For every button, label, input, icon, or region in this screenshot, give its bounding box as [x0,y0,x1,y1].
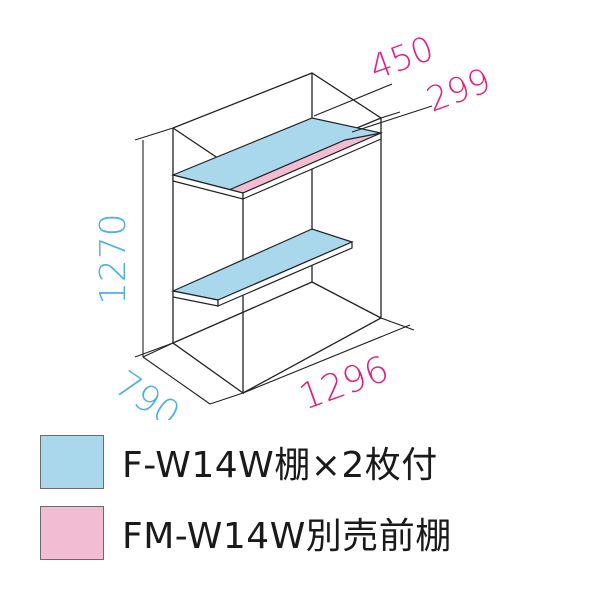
frame-outline [172,72,382,394]
dim-label-299: 299 [421,61,496,121]
depth-dim-line [142,356,211,405]
width-dim-tick [380,317,415,331]
upper-shelf-right-edge [242,132,382,200]
legend-swatch-blue [40,435,104,489]
legend-label-included: F-W14W棚×2枚付 [122,445,438,486]
upper-shelf [171,117,383,200]
legend-item-shelf-included: F-W14W棚×2枚付 [40,432,560,492]
depth-dim-ext [380,111,401,119]
dim-label-1296: 1296 [294,349,394,419]
dim-label-1270: 1270 [93,213,134,305]
depth-dim-tick-left [142,342,174,358]
dim-label-790: 790 [107,363,187,420]
depth-dim-tick-right [209,392,244,405]
frame-bottom-right-edge [311,281,382,319]
height-dim-tick-bottom [134,342,174,358]
height-dim-tick-top [134,127,174,141]
frame-lines [172,72,382,395]
lower-shelf [171,228,354,307]
frame-bottom-back-edge [172,281,313,344]
storage-frame-diagram: 450 299 1270 790 1296 [93,29,496,420]
dimension-lines [134,83,433,405]
legend-swatch-pink [40,506,104,560]
legend-item-shelf-optional: FM-W14W別売前棚 [40,503,560,563]
legend-label-optional: FM-W14W別売前棚 [122,516,452,557]
width-dim-line [242,324,411,394]
depth-299-dim-line [351,105,433,133]
lower-shelf-right-edge [217,241,353,307]
depth-450-dim-line [313,83,393,117]
